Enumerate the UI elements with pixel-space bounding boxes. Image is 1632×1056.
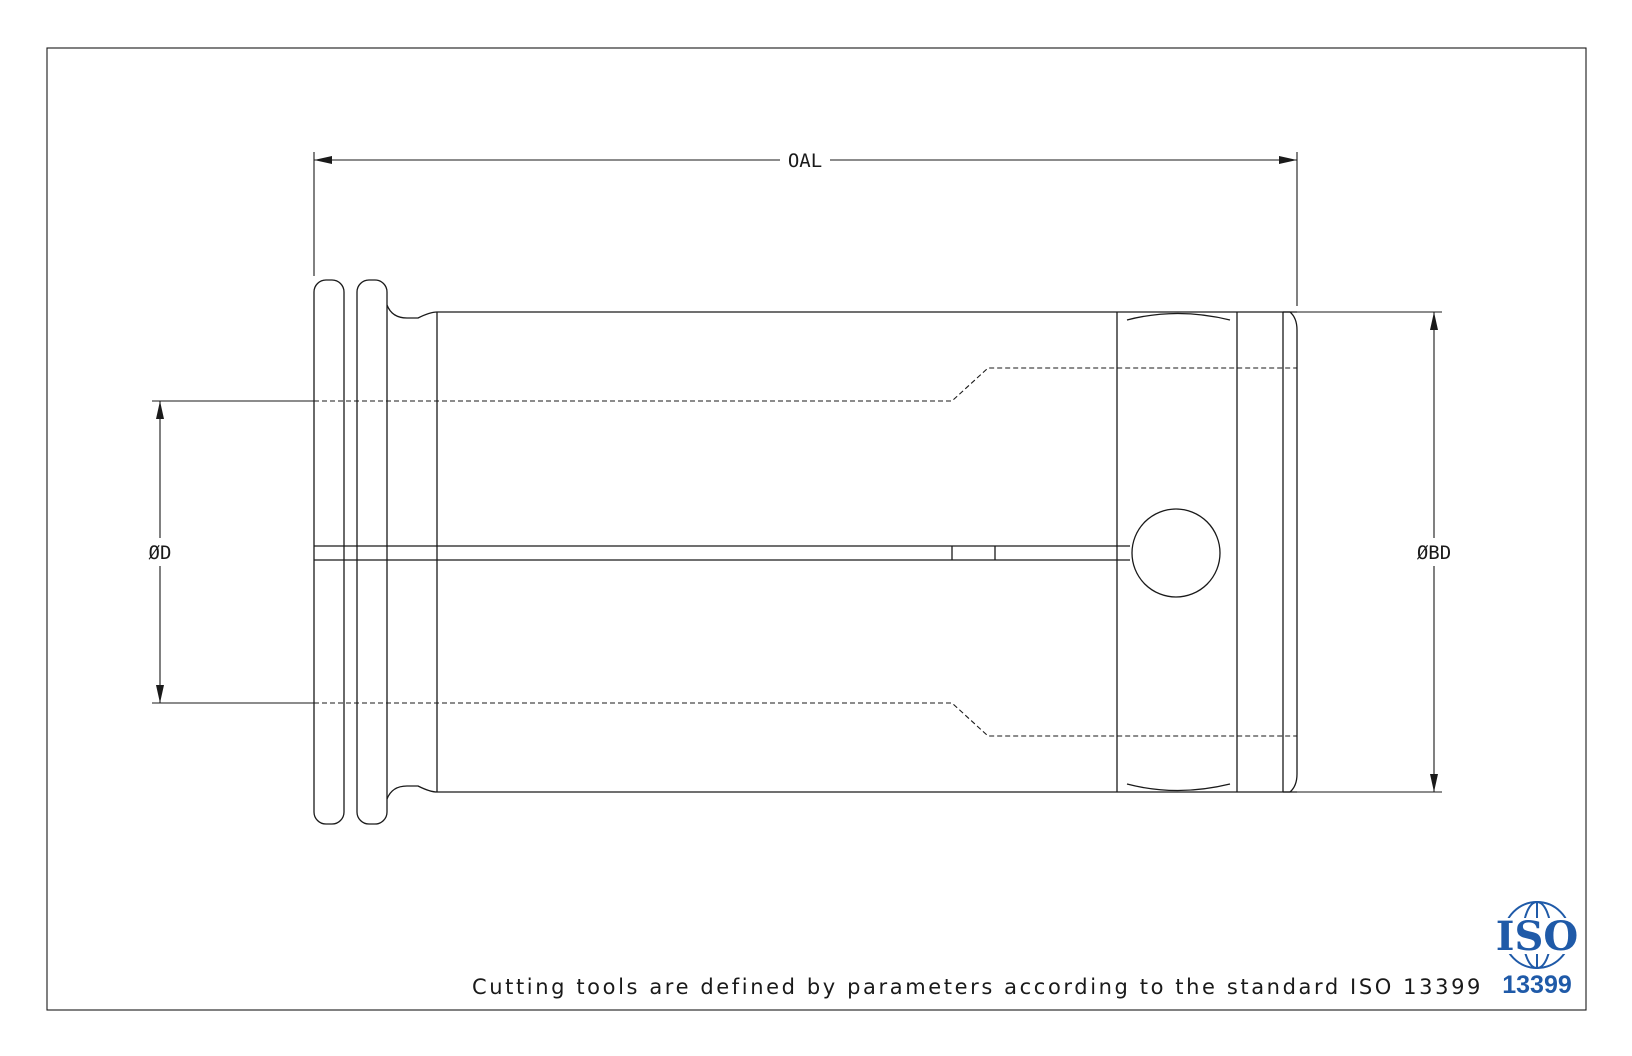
obd-dimension: ØBD [1297,311,1451,793]
od-arrow-top [156,401,164,419]
od-arrow-bottom [156,685,164,703]
obd-label: ØBD [1417,542,1451,564]
groove-arc-top [1126,312,1231,321]
neck-top [386,304,438,319]
standard-caption: Cutting tools are defined by parameters … [472,975,1483,999]
iso-logo-text: ISO [1496,913,1578,960]
iso-logo-number: 13399 [1502,971,1572,999]
oal-arrow-right [1279,156,1297,164]
oal-arrow-left [314,156,332,164]
obd-arrow-top [1430,312,1438,330]
groove-arc-bottom [1126,783,1231,792]
rear-chamfer [1283,311,1298,793]
iso-logo: ISO 13399 [1493,901,1581,999]
obd-arrow-bottom [1430,774,1438,792]
drawing-frame [46,47,1587,1011]
neck-bottom [386,785,438,800]
flange-ring-1 [313,279,345,825]
bore-hidden-lines [314,367,1297,737]
relief-hole [1131,508,1221,598]
oal-label: OAL [788,150,822,172]
oal-dimension: OAL [313,150,1298,306]
collet-body [313,279,1298,825]
flange-ring-2 [356,279,388,825]
bore-bottom-hidden [314,702,1297,737]
bore-top-hidden [314,367,1297,402]
iso-logo-text-bg [1493,918,1581,954]
od-dimension: ØD [149,400,314,704]
od-label: ØD [149,542,172,564]
